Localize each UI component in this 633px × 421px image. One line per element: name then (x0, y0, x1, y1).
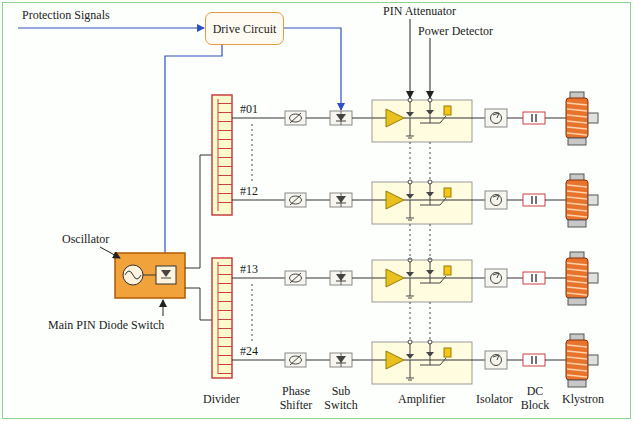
dotted-continuation (252, 124, 430, 344)
callout-label: PIN Attenuator (383, 4, 456, 18)
signal-name: Protection Signals (22, 8, 110, 22)
column-label: Divider (203, 392, 240, 406)
channel-number: #24 (240, 344, 258, 358)
channel-number: #13 (240, 262, 258, 276)
column-label: Phase Shifter (274, 384, 318, 412)
oscillator-symbol (100, 155, 212, 320)
box-label: Drive Circuit (213, 22, 277, 36)
drive-circuit-box: Drive Circuit (205, 12, 284, 45)
column-label: Sub Switch (321, 384, 361, 412)
divider-symbol (212, 95, 232, 378)
channel-number: #12 (240, 184, 258, 198)
callout-label: Oscillator (62, 232, 109, 246)
channel-number: #01 (240, 102, 258, 116)
callout-label: Power Detector (418, 24, 493, 38)
column-label: Isolator (476, 392, 513, 406)
rf-channel (232, 92, 598, 387)
column-label: Amplifier (398, 392, 445, 406)
column-label: Klystron (562, 392, 604, 406)
frame (3, 3, 631, 419)
column-label: DC Block (515, 384, 555, 412)
callout-label: Main PIN Diode Switch (48, 318, 164, 332)
protection-wires (18, 28, 341, 265)
